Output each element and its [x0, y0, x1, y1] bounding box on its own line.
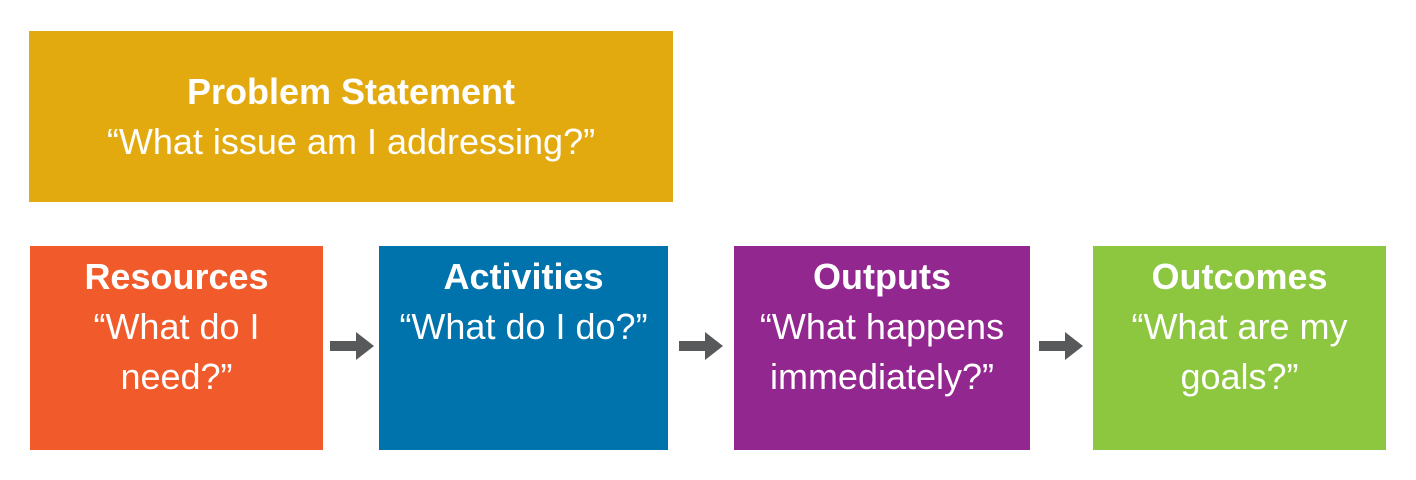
- step-question-outcomes: “What are my goals?”: [1131, 306, 1348, 397]
- flow-arrow-3: [1039, 332, 1083, 360]
- problem-statement-title: Problem Statement: [186, 70, 516, 112]
- flow-arrow-1: [330, 332, 374, 360]
- arrow-right-icon: [679, 332, 723, 360]
- step-question-outputs: “What happens immediately?”: [759, 306, 1005, 397]
- step-question-resources: “What do I need?”: [93, 306, 260, 397]
- arrow-right-icon: [1039, 332, 1083, 360]
- problem-statement-box: Problem Statement “What issue am I addre…: [29, 31, 673, 202]
- step-box-outcomes: Outcomes “What are my goals?”: [1093, 246, 1386, 450]
- step-box-resources: Resources “What do I need?”: [30, 246, 323, 450]
- arrow-right-icon: [330, 332, 374, 360]
- step-box-activities: Activities “What do I do?”: [379, 246, 668, 450]
- step-question-activities: “What do I do?”: [399, 306, 648, 347]
- step-box-outputs: Outputs “What happens immediately?”: [734, 246, 1030, 450]
- step-title-outputs: Outputs: [813, 256, 951, 297]
- step-title-outcomes: Outcomes: [1151, 256, 1328, 297]
- problem-statement-question: “What issue am I addressing?”: [106, 120, 596, 162]
- step-title-activities: Activities: [443, 256, 604, 297]
- step-title-resources: Resources: [84, 256, 269, 297]
- flow-arrow-2: [679, 332, 723, 360]
